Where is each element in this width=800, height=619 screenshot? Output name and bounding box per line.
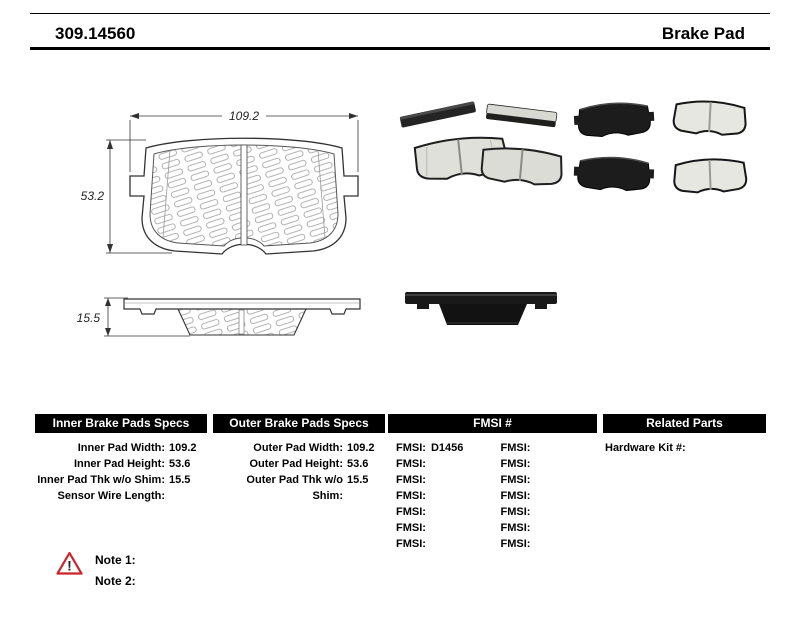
svg-text:!: ! <box>67 558 72 574</box>
inner-specs-header: Inner Brake Pads Specs <box>35 414 207 433</box>
related-part-row: Hardware Kit #: <box>603 440 766 456</box>
fmsi-label: FMSI: <box>500 538 531 550</box>
fmsi-entry: FMSI: <box>493 440 598 456</box>
fmsi-entry: FMSI: <box>493 520 598 536</box>
note-2: Note 2: <box>95 574 136 588</box>
related-parts-header: Related Parts <box>603 414 766 433</box>
height-dimension-label: 53.2 <box>81 189 105 203</box>
fmsi-entry: FMSI: <box>388 504 493 520</box>
fmsi-entry: FMSI: D1456 <box>388 440 493 456</box>
fmsi-label: FMSI: <box>396 458 426 470</box>
thickness-dimension-label: 15.5 <box>77 311 101 325</box>
fmsi-label: FMSI: <box>500 506 531 518</box>
spec-row: Outer Pad Width: 109.2 <box>213 440 385 456</box>
fmsi-column: FMSI # FMSI: D1456 FMSI: FMSI: FMSI: FMSI… <box>388 414 597 552</box>
fmsi-label: FMSI: <box>396 538 426 550</box>
fmsi-label: FMSI: <box>500 522 531 534</box>
spec-value: 53.6 <box>347 458 369 470</box>
fmsi-label: FMSI: <box>396 442 426 454</box>
fmsi-entry: FMSI: <box>388 472 493 488</box>
inner-specs-column: Inner Brake Pads Specs Inner Pad Width: … <box>35 414 207 504</box>
header-rule <box>30 47 770 50</box>
product-photo-angled-pads <box>399 101 563 186</box>
spec-row: Outer Pad Height: 53.6 <box>213 456 385 472</box>
width-dimension-label: 109.2 <box>229 109 259 123</box>
spec-row: Outer Pad Thk w/o Shim: 15.5 <box>213 472 385 502</box>
spec-value: 109.2 <box>169 442 197 454</box>
fmsi-entry: FMSI: <box>493 456 598 472</box>
fmsi-entry: FMSI: <box>388 520 493 536</box>
spec-value <box>165 488 207 504</box>
fmsi-label: FMSI: <box>396 474 426 486</box>
product-photo-edge-view <box>405 292 557 325</box>
note-1: Note 1: <box>95 553 136 567</box>
front-view-drawing: 109.2 53.2 <box>62 108 359 255</box>
side-view-drawing: 15.5 <box>77 297 361 337</box>
fmsi-label: FMSI: <box>396 490 426 502</box>
spec-label: Inner Pad Width: <box>77 442 165 454</box>
spec-label: Outer Pad Height: <box>249 458 343 470</box>
fmsi-entry: FMSI: <box>493 472 598 488</box>
spec-value: 53.6 <box>169 458 191 470</box>
fmsi-label: FMSI: <box>500 458 531 470</box>
outer-specs-header: Outer Brake Pads Specs <box>213 414 385 433</box>
spec-row: Inner Pad Thk w/o Shim: 15.5 <box>35 472 207 488</box>
fmsi-label: FMSI: <box>396 522 426 534</box>
top-rule <box>30 13 770 14</box>
fmsi-label: FMSI: <box>500 474 531 486</box>
related-part-label: Hardware Kit #: <box>605 442 686 454</box>
product-type-title: Brake Pad <box>661 24 745 43</box>
spec-row: Inner Pad Height: 53.6 <box>35 456 207 472</box>
spec-value: 15.5 <box>347 474 369 486</box>
fmsi-entry: FMSI: <box>388 456 493 472</box>
spec-value: 15.5 <box>169 474 191 486</box>
fmsi-entry: FMSI: <box>388 536 493 552</box>
spec-row: Inner Pad Width: 109.2 <box>35 440 207 456</box>
spec-label: Sensor Wire Length: <box>57 490 165 502</box>
fmsi-entry: FMSI: <box>388 488 493 504</box>
spec-row: Sensor Wire Length: <box>35 488 207 504</box>
fmsi-label: FMSI: <box>500 442 531 454</box>
part-number: 309.14560 <box>55 24 136 43</box>
fmsi-entry: FMSI: <box>493 536 598 552</box>
fmsi-entry: FMSI: <box>493 488 598 504</box>
spec-value: 109.2 <box>347 442 375 454</box>
fmsi-label: FMSI: <box>500 490 531 502</box>
warning-triangle-icon: ! <box>56 551 83 575</box>
fmsi-entry: FMSI: <box>493 504 598 520</box>
fmsi-label: FMSI: <box>396 506 426 518</box>
spec-label: Inner Pad Height: <box>73 458 165 470</box>
fmsi-header: FMSI # <box>388 414 597 433</box>
spec-label: Outer Pad Thk w/o Shim: <box>246 474 343 502</box>
spec-label: Inner Pad Thk w/o Shim: <box>37 474 165 486</box>
fmsi-value: D1456 <box>430 442 464 454</box>
product-photo-pad-set <box>573 100 748 194</box>
spec-label: Outer Pad Width: <box>253 442 343 454</box>
outer-specs-column: Outer Brake Pads Specs Outer Pad Width: … <box>213 414 385 502</box>
related-parts-column: Related Parts Hardware Kit #: <box>603 414 766 456</box>
